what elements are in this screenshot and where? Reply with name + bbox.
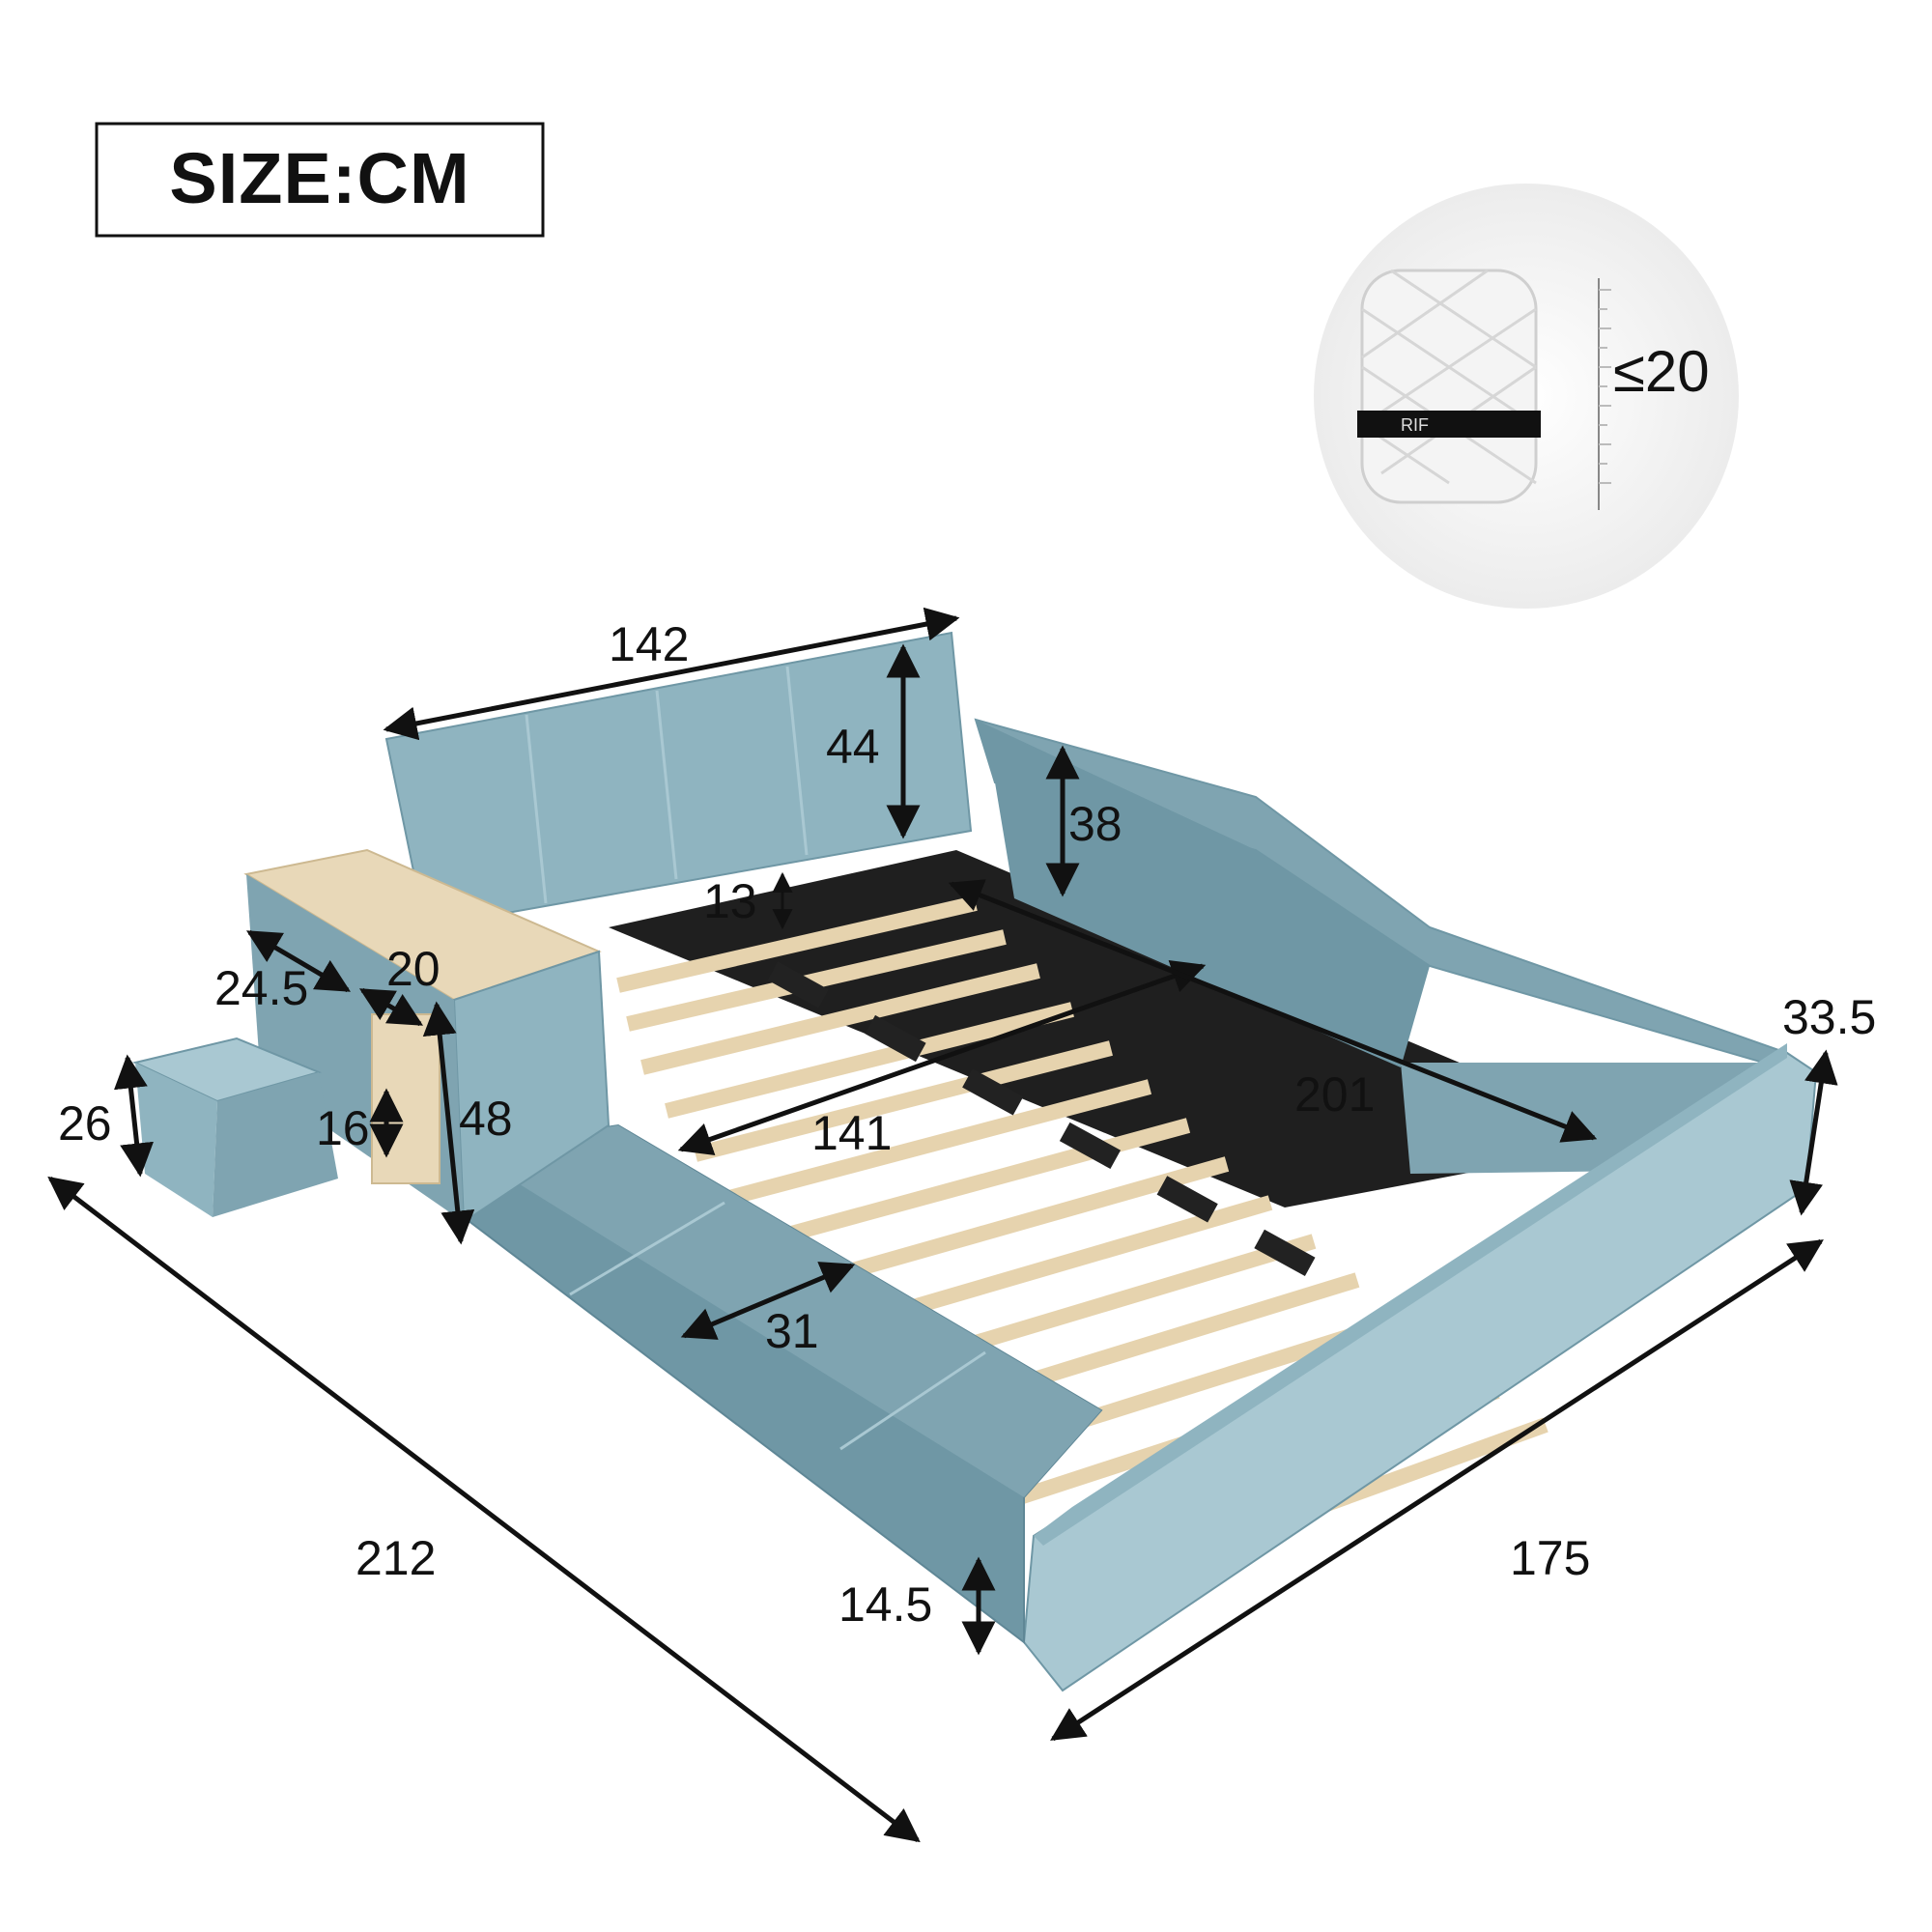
inner-length-label: 201 [1294,1067,1375,1122]
shelf-depth-label: 24.5 [214,961,308,1015]
ruler-ticks [1599,289,1611,484]
shelf-depth-line [245,929,352,993]
overall-width-label: 175 [1510,1531,1590,1585]
headboard-width-label: 142 [609,617,689,671]
slat-gap-height-label: 13 [703,874,757,928]
side-height-label: 33.5 [1782,990,1876,1044]
stool-height-line [113,1054,155,1178]
dimension-labels: 142 44 38 13 24.5 20 48 16 26 141 201 31… [58,617,1876,1632]
mattress-thickness-label: ≤20 [1613,339,1710,404]
dimension-lines [47,607,1838,1843]
shelf-width-label: 20 [386,942,440,996]
shelf-compartment-label: 16 [316,1101,370,1155]
headboard-width-line [383,607,960,741]
side-height-line [1789,1049,1838,1216]
inner-length-line [948,879,1598,1143]
mattress-strap-text: RIF [1401,415,1429,435]
size-unit-box: SIZE:CM [95,122,545,238]
headboard-height-label: 44 [826,720,880,774]
overall-length-label: 212 [355,1531,436,1585]
overall-width-line [1050,1238,1824,1742]
overall-length-line [47,1176,921,1843]
leg-height-label: 14.5 [838,1577,932,1632]
bench-depth-label: 31 [765,1304,819,1358]
side-rail-height-label: 38 [1068,797,1122,851]
inner-width-label: 141 [811,1106,892,1160]
shelf-width-line [358,987,424,1027]
shelf-compartment [371,1013,440,1184]
stool-height-label: 26 [58,1096,112,1151]
size-unit-label: SIZE:CM [169,138,469,218]
shelf-height-label: 48 [459,1092,513,1146]
mattress-inset: RIF ≤20 [1314,184,1739,609]
